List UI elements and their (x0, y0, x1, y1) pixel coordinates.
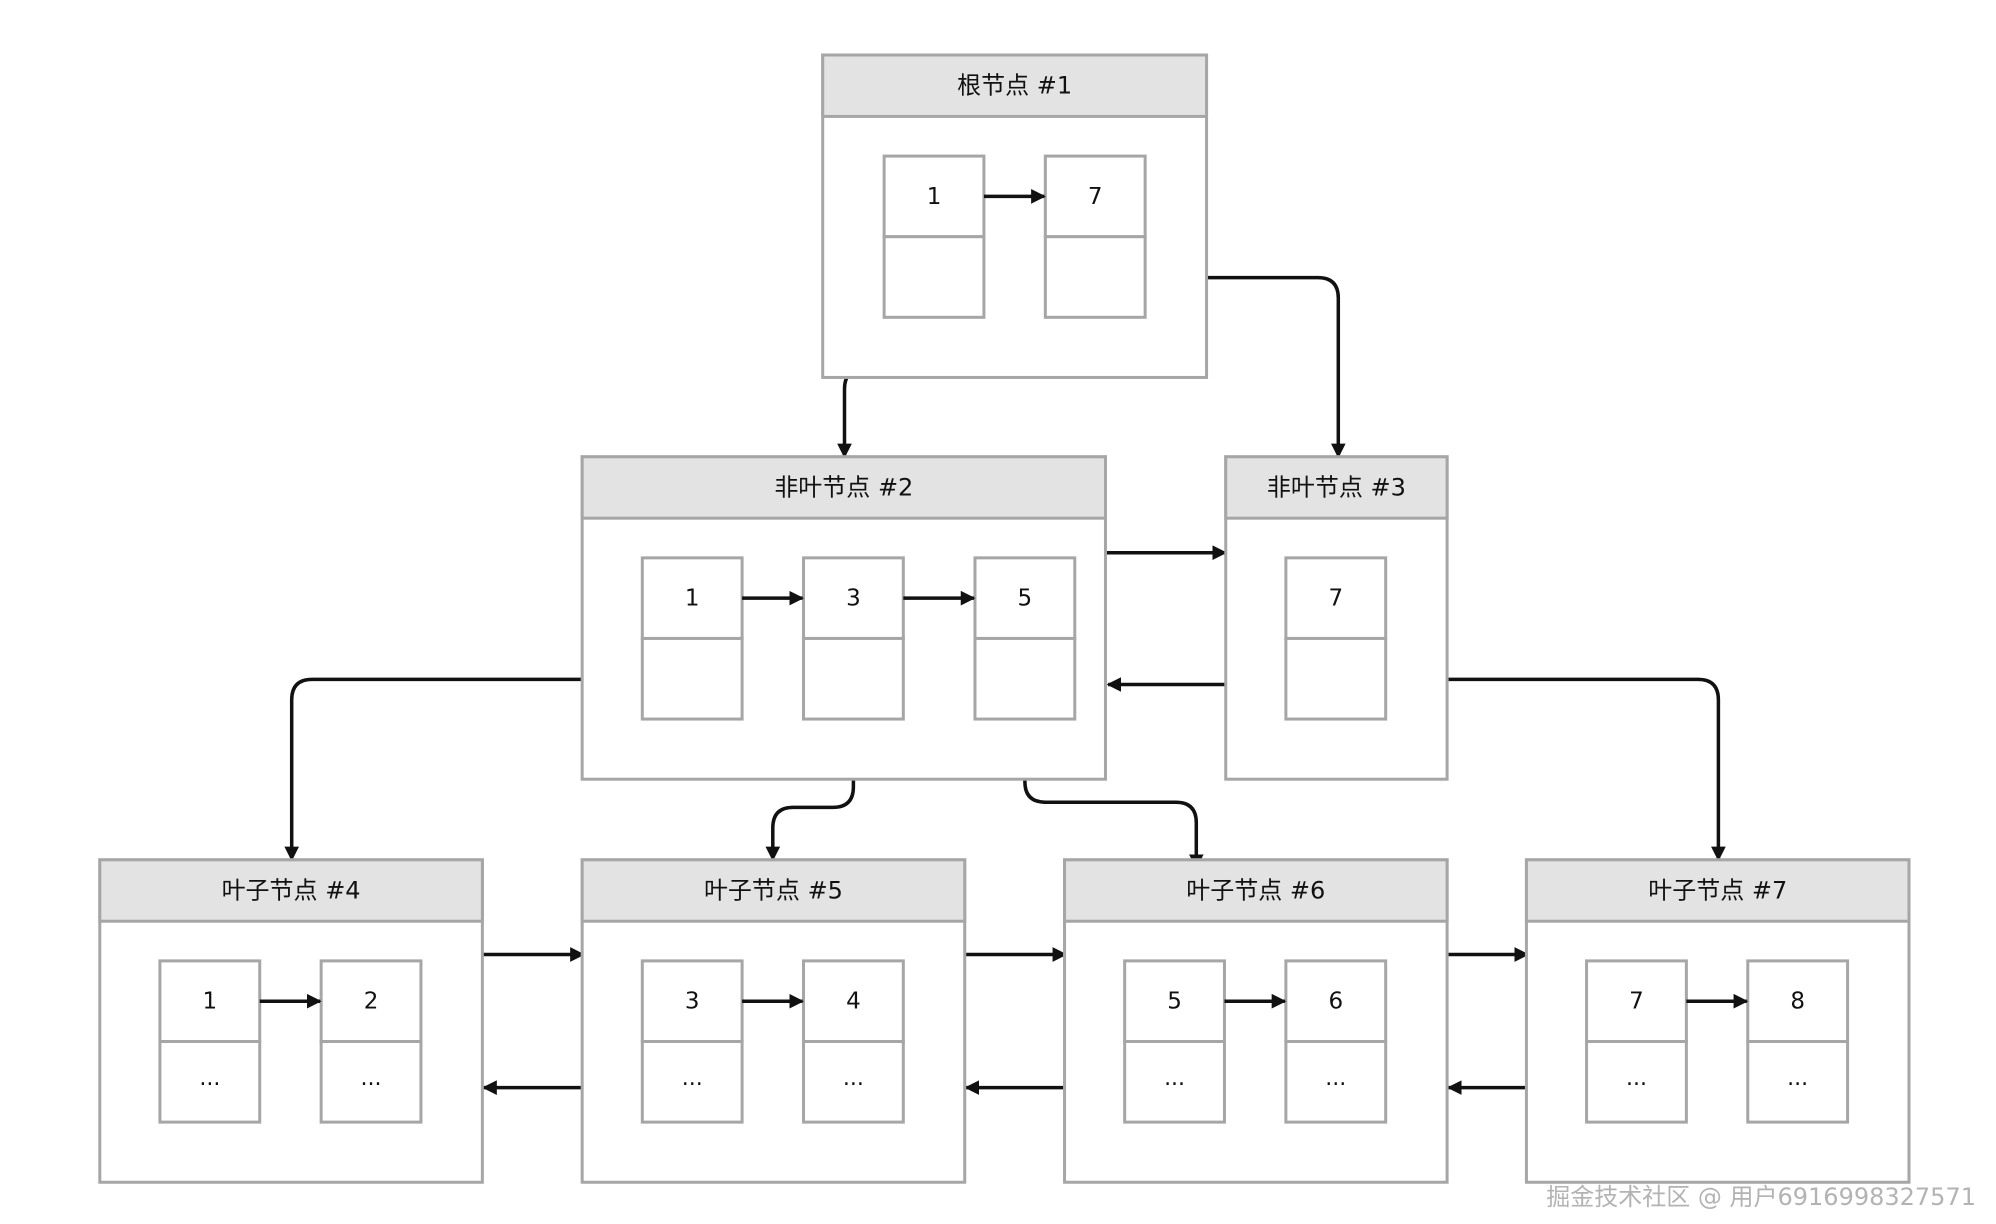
key-label: 7 (1328, 586, 1343, 612)
key-label: 8 (1790, 989, 1805, 1015)
node-entry: 3 (802, 556, 905, 721)
watermark: 掘金技术社区 @ 用户6916998327571 (1546, 1183, 1976, 1211)
node-title: 叶子节点 #7 (1648, 877, 1787, 905)
node-title: 叶子节点 #5 (704, 877, 843, 905)
key-cell (640, 959, 744, 1044)
node-header (821, 53, 1209, 118)
node-title: 非叶节点 #3 (1267, 473, 1406, 501)
pointer-cell (158, 1040, 262, 1124)
pointer-label: ... (1626, 1066, 1647, 1091)
node-header (1524, 858, 1911, 923)
pointer-cell (1585, 1040, 1688, 1124)
pointer-cell (802, 636, 905, 721)
node-title: 叶子节点 #4 (222, 877, 361, 905)
key-cell (640, 556, 744, 640)
pointer-label: ... (1325, 1066, 1346, 1091)
node-header (580, 455, 1107, 520)
pointer-cell (973, 636, 1077, 721)
node-entry: 4... (802, 959, 905, 1124)
key-label: 2 (364, 989, 379, 1015)
child-pointer-arrow (1023, 679, 1204, 869)
pointer-cell (319, 1040, 423, 1124)
pointer-cell (882, 235, 986, 319)
node-entry: 7... (1585, 959, 1688, 1124)
node-header (98, 858, 484, 923)
key-cell (1585, 959, 1688, 1044)
pointer-cell (1043, 235, 1147, 319)
pointer-label: ... (1787, 1066, 1808, 1091)
node-header (580, 858, 967, 923)
node-title: 根节点 #1 (957, 72, 1072, 100)
key-label: 3 (685, 989, 700, 1015)
node-entry: 6... (1284, 959, 1388, 1124)
root-1-node: 根节点 #1 1 7 (821, 53, 1209, 379)
internal-3-node: 非叶节点 #3 7 (1224, 455, 1449, 781)
pointer-cell (640, 636, 744, 721)
node-entry: 3... (640, 959, 744, 1124)
node-entry: 7 (1284, 556, 1388, 721)
key-label: 5 (1018, 586, 1033, 612)
key-label: 3 (846, 586, 861, 612)
internal-2-node: 非叶节点 #2 1 3 5 (580, 455, 1107, 781)
pointer-cell (1284, 636, 1388, 721)
key-label: 7 (1088, 184, 1103, 210)
node-title: 非叶节点 #2 (774, 473, 913, 501)
child-pointer-arrow (765, 679, 856, 862)
leaf-4-node: 叶子节点 #41...2... (98, 858, 484, 1184)
leaf-5-node: 叶子节点 #53...4... (580, 858, 967, 1184)
pointer-label: ... (1164, 1066, 1185, 1091)
child-pointer-arrow (1337, 677, 1726, 862)
pointer-label: ... (199, 1066, 220, 1091)
node-entry: 1... (158, 959, 262, 1124)
child-pointer-arrow (1096, 275, 1346, 459)
key-cell (973, 556, 1077, 640)
leaf-6-node: 叶子节点 #65...6... (1063, 858, 1449, 1184)
key-cell (1123, 959, 1226, 1044)
key-label: 7 (1629, 989, 1644, 1015)
node-entry: 2... (319, 959, 423, 1124)
pointer-cell (1123, 1040, 1226, 1124)
node-entry: 1 (882, 154, 986, 319)
key-cell (158, 959, 262, 1044)
edges-layer (284, 275, 1726, 1095)
key-label: 4 (846, 989, 861, 1015)
pointer-cell (1284, 1040, 1388, 1124)
pointer-cell (640, 1040, 744, 1124)
node-entry: 8... (1746, 959, 1850, 1124)
inner-arrows-layer (259, 189, 1749, 1009)
key-cell (1284, 556, 1388, 640)
pointer-cell (1746, 1040, 1850, 1124)
leaf-7-node: 叶子节点 #77...8... (1524, 858, 1911, 1184)
pointer-label: ... (682, 1066, 703, 1091)
node-entry: 7 (1043, 154, 1147, 319)
key-label: 1 (927, 184, 942, 210)
pointer-label: ... (843, 1066, 864, 1091)
node-header (1063, 858, 1449, 923)
node-entry: 5... (1123, 959, 1226, 1124)
key-label: 5 (1167, 989, 1182, 1015)
key-cell (802, 556, 905, 640)
key-label: 1 (203, 989, 218, 1015)
pointer-label: ... (361, 1066, 382, 1091)
node-title: 叶子节点 #6 (1186, 877, 1325, 905)
key-label: 6 (1328, 989, 1343, 1015)
key-label: 1 (685, 586, 700, 612)
pointer-cell (802, 1040, 905, 1124)
child-pointer-arrow (284, 677, 694, 862)
node-header (1224, 455, 1449, 520)
node-entry: 1 (640, 556, 744, 721)
node-entry: 5 (973, 556, 1077, 721)
